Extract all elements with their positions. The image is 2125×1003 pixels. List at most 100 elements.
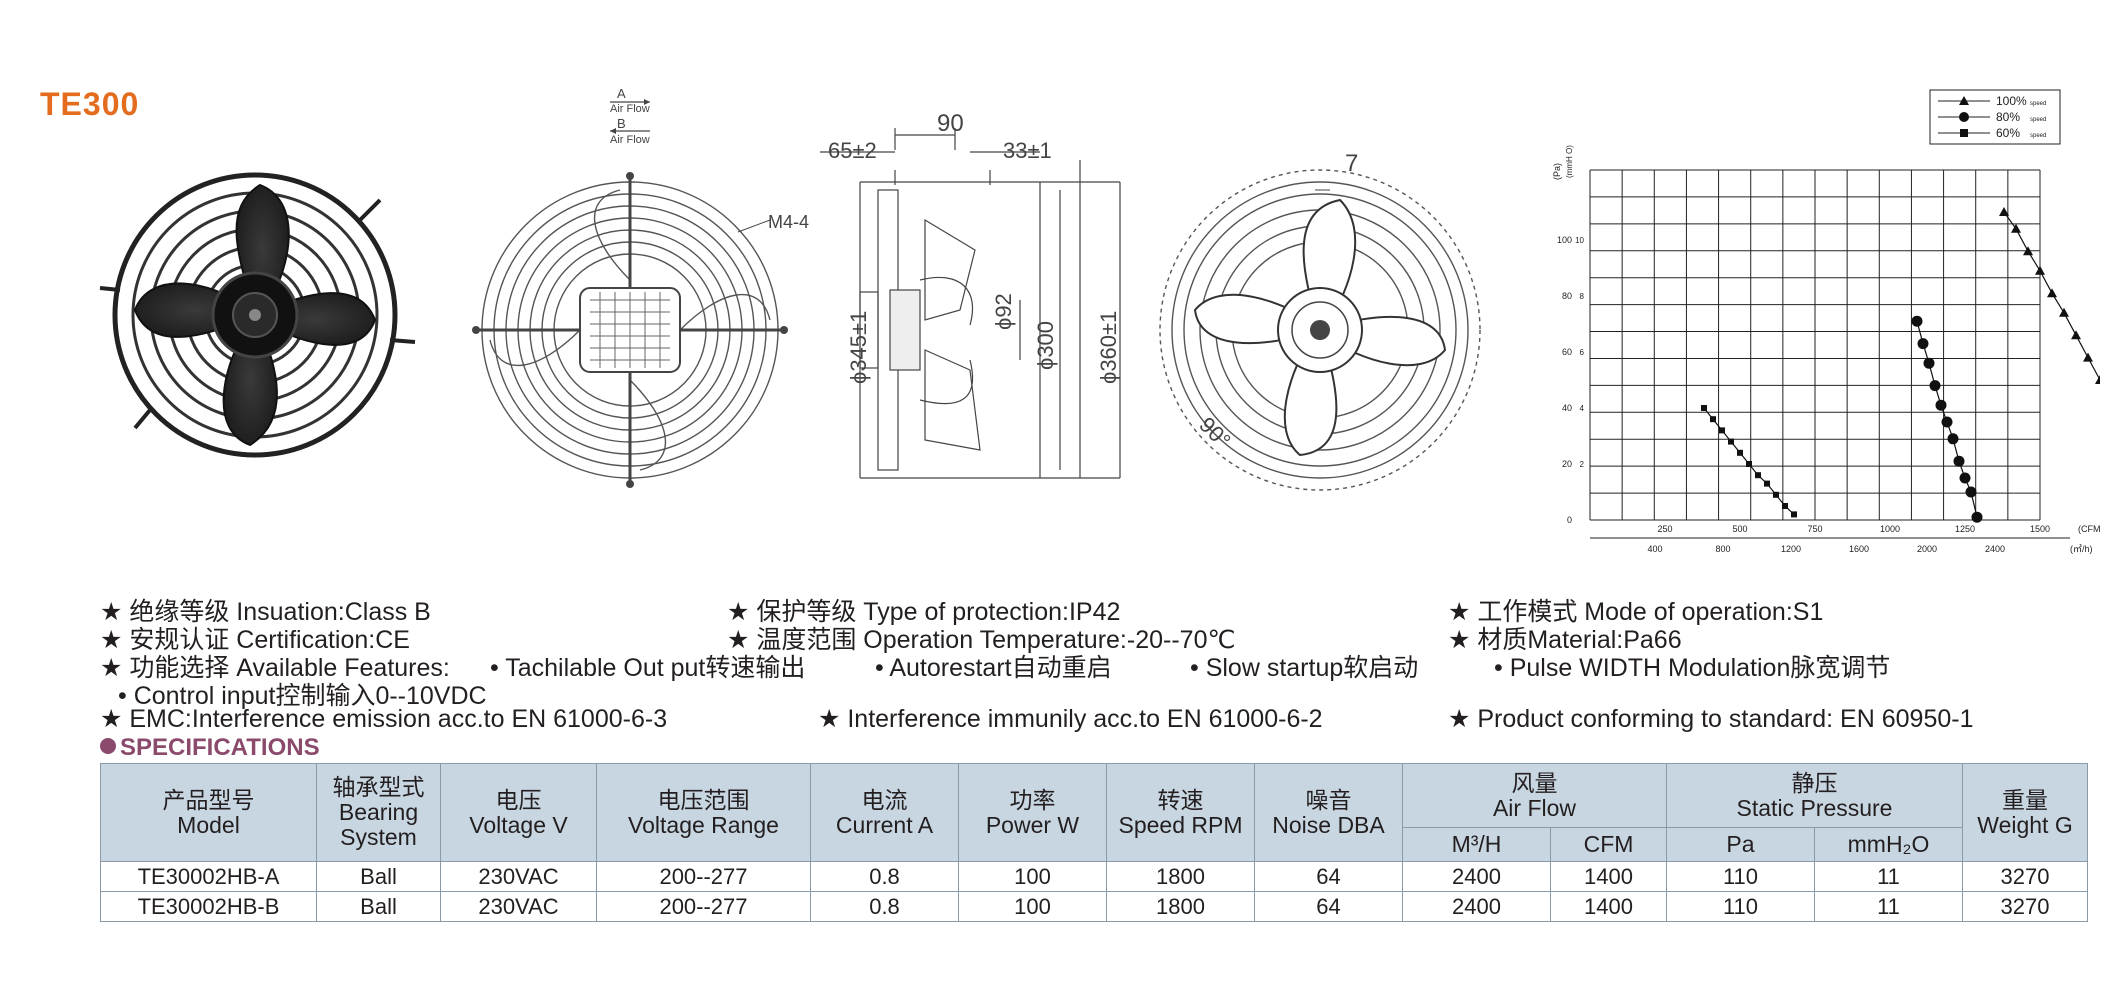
data-point [2083, 352, 2093, 362]
col-airflow-cfm: CFM [1550, 827, 1667, 862]
cell-airflow-cfm: 1400 [1550, 861, 1667, 892]
col-pressure-pa: Pa [1666, 827, 1815, 862]
feature-temperature: ★ 温度范围 Operation Temperature:-20--70℃ [727, 626, 1236, 654]
data-point [1746, 461, 1752, 467]
x-tick-label: 1000 [1880, 524, 1900, 534]
cell-airflow-m3h: 2400 [1402, 891, 1551, 922]
y-tick-label: 60 [1562, 347, 1572, 357]
legend-label: 100% [1996, 94, 2027, 108]
mount-label: M4-4 [768, 212, 810, 232]
dim-rear-top: 7 [1345, 150, 1359, 177]
legend-marker [1960, 129, 1968, 137]
x-tick-label-m3h: 2400 [1985, 544, 2005, 554]
data-point [2095, 375, 2100, 384]
feature-pwm: • Pulse WIDTH Modulation脉宽调节 [1494, 654, 1891, 682]
feature-mode: ★ 工作模式 Mode of operation:S1 [1448, 598, 1824, 626]
cell-weight: 3270 [1962, 891, 2089, 922]
series-line-0 [2003, 211, 2100, 382]
spec-heading-label: SPECIFICATIONS [120, 734, 320, 761]
y-tick-label-mm: 6 [1580, 348, 1585, 357]
feature-standard: ★ Product conforming to standard: EN 609… [1448, 705, 1974, 733]
x-tick-label: 500 [1732, 524, 1747, 534]
y-axis-label-mm: (mmH O) [1565, 145, 1574, 178]
cell-airflow-cfm: 1400 [1550, 891, 1667, 922]
data-point [1947, 433, 1959, 445]
legend-suffix: speed [2030, 133, 2046, 139]
data-point [1773, 491, 1779, 498]
feature-material: ★ 材质Material:Pa66 [1448, 626, 1682, 654]
cell-speed: 1800 [1106, 861, 1255, 892]
table-row: TE30002HB-A Ball 230VAC 200--277 0.8 100… [100, 861, 2089, 892]
data-point [2071, 330, 2081, 340]
feature-autorestart: • Autorestart自动重启 [875, 654, 1112, 682]
cell-bearing: Ball [316, 891, 441, 922]
data-point [1782, 503, 1788, 509]
cell-noise: 64 [1254, 861, 1403, 892]
data-point [1953, 455, 1965, 467]
x-tick-label-m3h: 2000 [1917, 544, 1937, 554]
cell-pressure-mm: 11 [1813, 861, 1964, 892]
legend-label: 80% [1996, 110, 2020, 124]
dim-right: 33±1 [1003, 138, 1052, 163]
legend-marker [1959, 112, 1969, 122]
cell-pressure-pa: 110 [1666, 861, 1815, 892]
x-tick-label-m3h: 400 [1647, 544, 1662, 554]
y-tick-label: 20 [1562, 459, 1572, 469]
airflow-arrows [610, 99, 650, 134]
data-point [1719, 427, 1725, 434]
feature-available-label: ★ 功能选择 Available Features: [100, 654, 450, 682]
data-point [1941, 416, 1953, 428]
data-point [1737, 449, 1743, 456]
y-tick-label-mm: 8 [1580, 292, 1585, 301]
cell-power: 100 [958, 891, 1107, 922]
feature-immunity: ★ Interference immunily acc.to EN 61000-… [818, 705, 1323, 733]
data-point [1701, 405, 1707, 411]
data-point [2047, 288, 2057, 298]
data-point [1971, 511, 1983, 523]
dim-blade: ϕ300 [1033, 320, 1058, 370]
cell-model: TE30002HB-B [100, 891, 317, 922]
airflow-b-label: B [617, 116, 626, 131]
x-tick-label: 750 [1807, 524, 1822, 534]
product-photo [99, 172, 416, 458]
data-point [1911, 315, 1923, 327]
cell-bearing: Ball [316, 861, 441, 892]
y-tick-label: 40 [1562, 403, 1572, 413]
legend-label: 60% [1996, 126, 2020, 140]
x-tick-label-m3h: 1600 [1849, 544, 1869, 554]
x-tick-label-m3h: 800 [1715, 544, 1730, 554]
y-axis-label: (Pa) [1552, 163, 1562, 180]
dim-total: ϕ360±1 [1096, 310, 1121, 384]
dim-outer: ϕ345±1 [846, 310, 871, 384]
x-axis-label-m3h: (㎥/h) [2070, 544, 2093, 554]
feature-certification: ★ 安规认证 Certification:CE [100, 626, 410, 654]
x-tick-label: 1500 [2030, 524, 2050, 534]
feature-control: • Control input控制输入0--10VDC [118, 682, 487, 710]
data-point [1935, 399, 1947, 411]
col-airflow-m3h: M³/H [1402, 827, 1551, 862]
data-point [1728, 438, 1734, 445]
data-point [2059, 307, 2069, 317]
data-point [1959, 472, 1971, 484]
cell-voltage-range: 200--277 [596, 861, 811, 892]
data-point [1710, 416, 1716, 423]
y-tick-label-mm: 4 [1580, 404, 1585, 413]
col-pressure-mm: mmH₂O [1813, 827, 1964, 862]
cell-model: TE30002HB-A [100, 861, 317, 892]
y-tick-label: 100 [1557, 235, 1572, 245]
y-tick-label: 80 [1562, 291, 1572, 301]
y-tick-label-mm: 10 [1575, 236, 1584, 245]
data-point [1923, 357, 1935, 369]
data-point [1929, 380, 1941, 392]
cell-voltage: 230VAC [440, 861, 597, 892]
data-point [2023, 246, 2033, 256]
